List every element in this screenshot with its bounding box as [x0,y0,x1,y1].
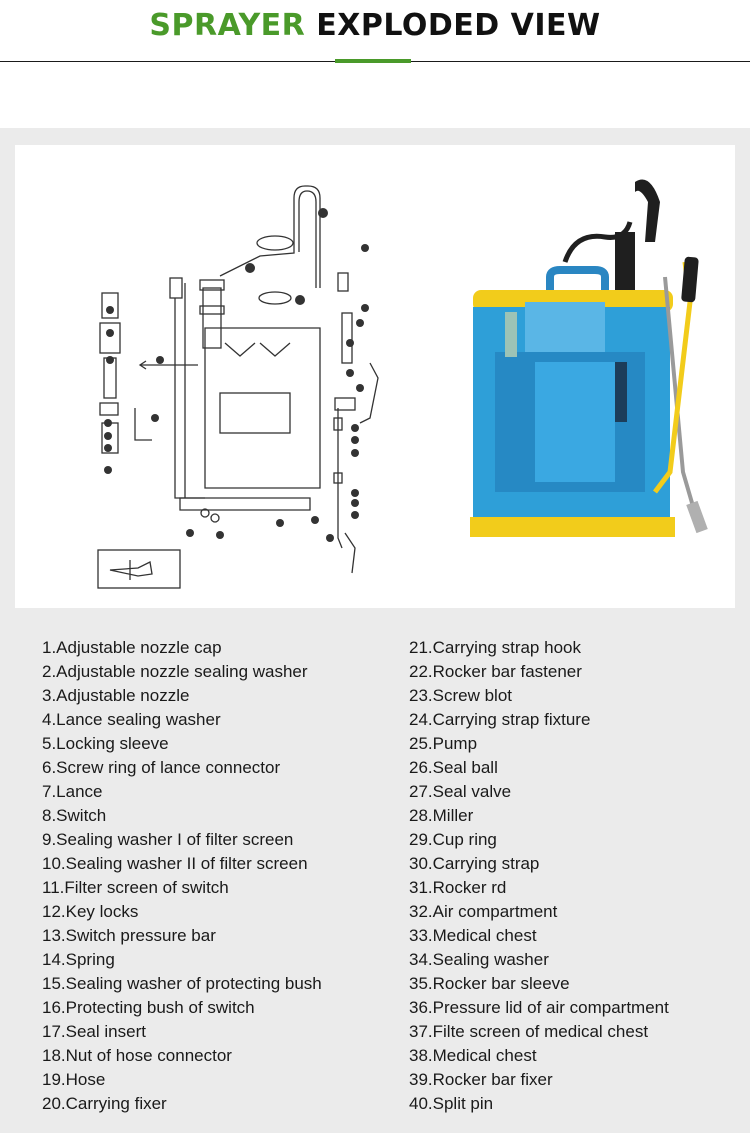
hose [562,221,633,263]
hose-path [219,185,321,288]
trigger-handle [635,179,660,242]
part-item: 26.Seal ball [409,758,498,777]
part-item: 10.Sealing washer II of filter screen [42,854,308,873]
part-item: 1.Adjustable nozzle cap [42,638,222,657]
rocker-rod [174,298,205,499]
part-item: 18.Nut of hose connector [42,1046,232,1065]
pump-cylinder [202,287,222,349]
part-item: 23.Screw blot [409,686,512,705]
part-item: 33.Medical chest [409,926,537,945]
part-item: 38.Medical chest [409,1046,537,1065]
page-header: SPRAYER EXPLODED VIEW [0,0,750,110]
part-item: 6.Screw ring of lance connector [42,758,281,777]
part-item: 21.Carrying strap hook [409,638,581,657]
tank-window [219,392,291,434]
part-item: 35.Rocker bar sleeve [409,974,570,993]
part-item: 27.Seal valve [409,782,512,801]
part-item: 11.Filter screen of switch [42,878,229,897]
part-item: 28.Miller [409,806,474,825]
header-divider-accent [335,59,411,63]
yellow-top-frame [473,290,673,312]
title-rest: EXPLODED VIEW [305,8,601,43]
part-item: 17.Seal insert [42,1022,146,1041]
lance-path [337,408,343,549]
parts-list-left: 1.Adjustable nozzle cap 2.Adjustable noz… [42,636,322,1116]
part-item: 14.Spring [42,950,115,969]
part-item: 37.Filte screen of medical chest [409,1022,649,1041]
part-item: 39.Rocker bar fixer [409,1070,553,1089]
title-accent: SPRAYER [149,8,306,43]
part-item: 16.Protecting bush of switch [42,998,255,1017]
part-item: 20.Carrying fixer [42,1094,167,1113]
yellow-base [470,517,675,537]
part-item: 13.Switch pressure bar [42,926,216,945]
page-title: SPRAYER EXPLODED VIEW [0,6,750,46]
sprayer-product-image [470,179,708,537]
part-item: 12.Key locks [42,902,139,921]
tank-outline [204,327,321,489]
part-item: 36.Pressure lid of air compartment [409,998,669,1017]
part-item: 32.Air compartment [409,902,558,921]
tank-vent [224,342,256,357]
exploded-view-diagram [97,185,379,589]
part-item: 3.Adjustable nozzle [42,686,190,705]
base-frame [179,497,311,511]
part-item: 2.Adjustable nozzle sealing washer [42,662,308,681]
parts-list-right: 21.Carrying strap hook 22.Rocker bar fas… [409,636,669,1116]
part-item: 34.Sealing washer [409,950,549,969]
part-item: 7.Lance [42,782,103,801]
part-item: 22.Rocker bar fastener [409,662,582,681]
part-item: 40.Split pin [409,1094,494,1113]
part-item: 19.Hose [42,1070,106,1089]
part-item: 5.Locking sleeve [42,734,169,753]
part-item: 8.Switch [42,806,107,825]
part-item: 25.Pump [409,734,478,753]
part-item: 9.Sealing washer I of filter screen [42,830,294,849]
part-item: 15.Sealing washer of protecting bush [42,974,322,993]
part-item: 30.Carrying strap [409,854,540,873]
part-item: 24.Carrying strap fixture [409,710,591,729]
lid [256,235,294,251]
part-item: 4.Lance sealing washer [42,710,221,729]
inset-detail [97,549,181,589]
part-item: 31.Rocker rd [409,878,507,897]
part-item: 29.Cup ring [409,830,497,849]
